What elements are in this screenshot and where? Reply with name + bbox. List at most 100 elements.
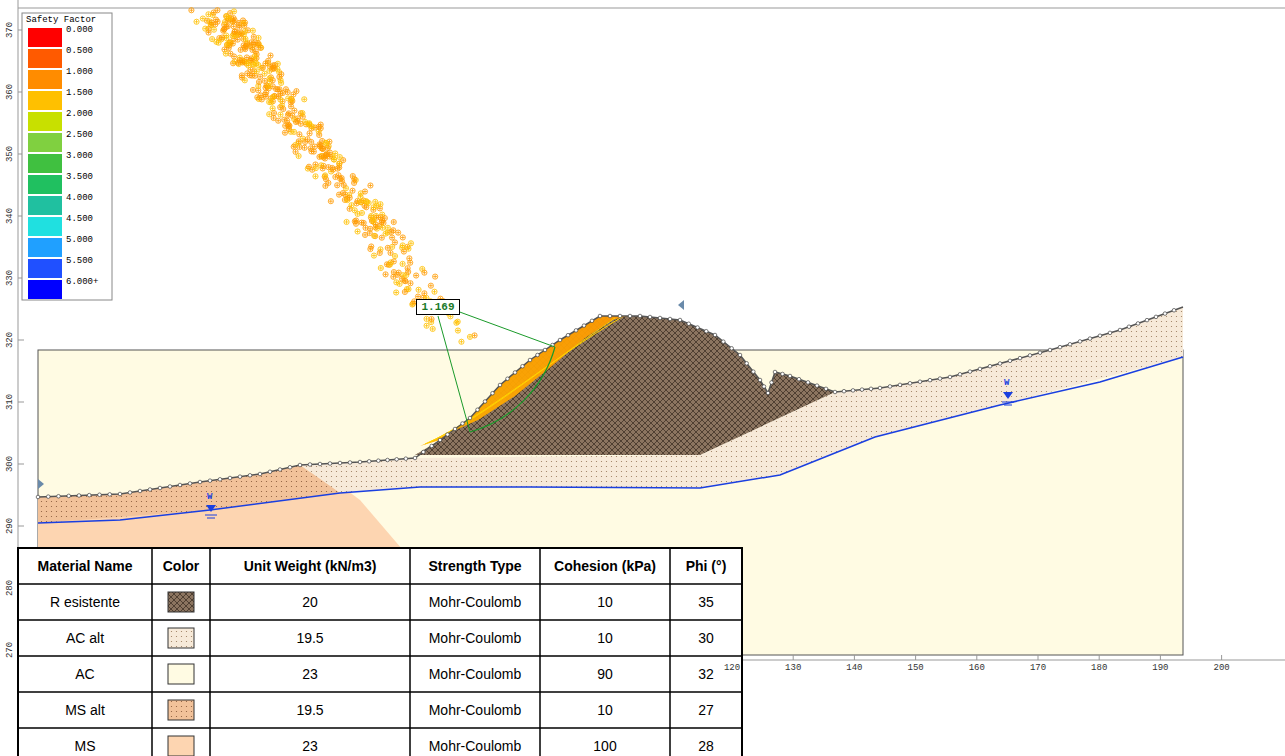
centre-dot xyxy=(232,29,237,34)
vertex xyxy=(678,318,682,322)
centre-dot xyxy=(278,113,282,117)
legend-swatch xyxy=(28,91,62,110)
centre-dot xyxy=(390,236,394,240)
axis-number: 200 xyxy=(1207,663,1237,673)
vertex xyxy=(618,314,622,318)
centre-dot xyxy=(372,205,376,209)
vertex xyxy=(328,462,332,466)
centre-dot xyxy=(379,235,384,240)
centre-dot xyxy=(384,272,388,276)
centre-dot xyxy=(382,215,387,220)
centre-dot xyxy=(283,123,288,128)
centre-dot xyxy=(267,112,271,116)
centre-dot xyxy=(361,220,366,225)
vertex xyxy=(67,494,71,498)
centre-dot xyxy=(364,226,368,230)
centre-dot xyxy=(200,16,205,21)
legend-value: 5.000 xyxy=(66,235,93,245)
centre-dot xyxy=(222,26,227,31)
vertex xyxy=(1145,318,1149,322)
centre-dot xyxy=(255,69,259,73)
vertex xyxy=(978,367,982,371)
centre-dot xyxy=(210,21,214,25)
vertex xyxy=(770,381,774,385)
axis-tick xyxy=(1160,655,1161,660)
centre-dot xyxy=(433,275,437,279)
centre-dot xyxy=(220,36,224,40)
vertex xyxy=(491,391,495,395)
centre-dot xyxy=(239,75,244,80)
centre-dot xyxy=(380,236,384,240)
centre-dot xyxy=(340,190,345,195)
centre-dot xyxy=(368,247,372,251)
centre-dot xyxy=(321,166,325,170)
centre-dot xyxy=(389,251,393,255)
centre-dot xyxy=(303,140,307,144)
table-header: Phi (°) xyxy=(670,557,742,575)
centre-dot xyxy=(271,110,276,115)
vertex xyxy=(1058,345,1062,349)
axis-number: 140 xyxy=(839,663,869,673)
centre-dot xyxy=(321,147,325,151)
table-rule xyxy=(209,548,211,756)
centre-dot xyxy=(422,270,427,275)
centre-dot xyxy=(403,290,407,294)
table-rule xyxy=(669,548,671,756)
centre-dot xyxy=(354,222,358,226)
centre-dot xyxy=(308,131,312,135)
vertex xyxy=(582,324,586,328)
centre-dot xyxy=(284,87,288,91)
table-cell: AC xyxy=(18,665,152,683)
centre-dot xyxy=(368,231,372,235)
legend-value: 4.000 xyxy=(66,193,93,203)
centre-dot xyxy=(266,83,271,88)
centre-dot xyxy=(240,76,244,80)
vertex xyxy=(358,460,362,464)
centre-dot xyxy=(403,279,407,283)
centre-dot xyxy=(267,84,271,88)
centre-dot xyxy=(391,228,395,232)
table-header: Material Name xyxy=(18,557,152,575)
axis-tick xyxy=(1221,655,1222,660)
centre-dot xyxy=(362,189,367,194)
centre-dot xyxy=(306,164,311,169)
centre-dot xyxy=(369,214,373,218)
centre-dot xyxy=(336,173,341,178)
centre-dot xyxy=(263,72,267,76)
centre-dot xyxy=(289,97,294,102)
vertex xyxy=(1048,348,1052,352)
legend-swatch xyxy=(28,196,62,215)
vertex xyxy=(446,433,450,437)
centre-dot xyxy=(323,184,327,188)
vertex xyxy=(148,488,152,492)
centre-dot xyxy=(373,199,378,204)
centre-dot xyxy=(250,28,255,33)
vertex xyxy=(824,387,828,391)
centre-dot xyxy=(251,88,255,92)
centre-dot xyxy=(352,208,357,213)
centre-dot xyxy=(236,22,241,27)
table-header: Color xyxy=(152,557,210,575)
vertex xyxy=(1136,322,1140,326)
centre-dot xyxy=(409,241,413,245)
centre-dot xyxy=(189,8,193,12)
centre-dot xyxy=(207,31,211,35)
centre-dot xyxy=(302,97,306,101)
vertex xyxy=(1018,356,1022,360)
centre-dot xyxy=(250,87,255,92)
vertex xyxy=(1172,308,1176,312)
centre-dot xyxy=(232,24,236,28)
centre-dot xyxy=(407,256,411,260)
vertex xyxy=(758,378,762,382)
centre-dot xyxy=(294,89,299,94)
vertex xyxy=(788,374,792,378)
centre-dot xyxy=(402,250,406,254)
centre-dot xyxy=(277,75,281,79)
centre-dot xyxy=(408,281,413,286)
vertex xyxy=(1163,312,1167,316)
centre-dot xyxy=(220,35,225,40)
centre-dot xyxy=(258,75,262,79)
centre-dot xyxy=(473,333,477,337)
centre-dot xyxy=(292,145,296,149)
centre-dot xyxy=(262,78,267,83)
